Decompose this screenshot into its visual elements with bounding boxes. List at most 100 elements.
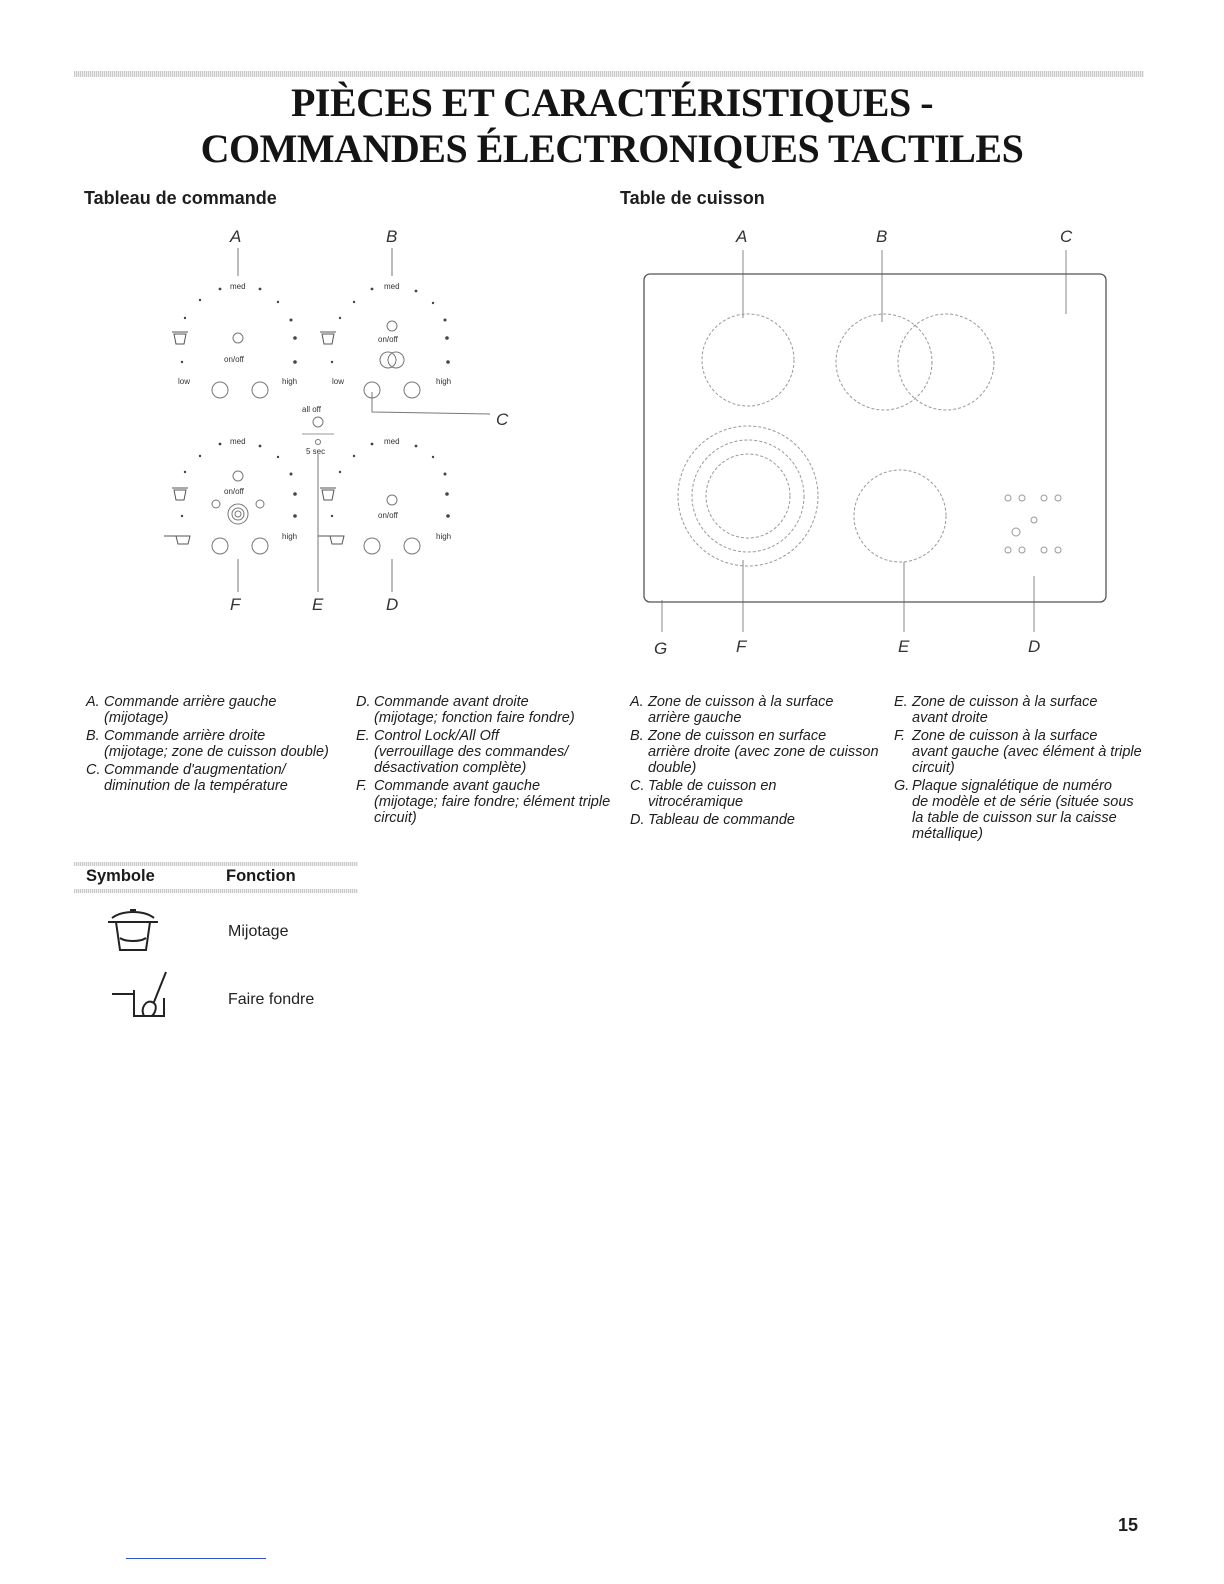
symbol-table-top-rule [74,862,358,866]
control-panel-legend-col-2: D.Commande avant droite(mijotage; foncti… [356,694,616,828]
on-off-label: on/off [378,335,399,344]
legend-item-c: C.Commande d'augmentation/diminution de … [86,762,288,794]
title-line-2: COMMANDES ÉLECTRONIQUES TACTILES [200,126,1024,171]
legend-item-d: D.Commande avant droite(mijotage; foncti… [356,694,575,726]
function-column-header: Fonction [226,867,296,885]
triple-element-icon [227,503,249,525]
front-right-zone [853,469,947,563]
melt-pan-icon [112,971,167,1017]
legend-item-f: F.Commande avant gauche(mijotage; faire … [356,778,611,826]
symbol-table-header-rule [74,889,358,893]
rear-right-dual-zone [835,313,995,411]
control-panel-heading: Tableau de commande [84,188,277,208]
all-off-label: all off [302,405,322,414]
lock-key-icon [315,439,321,445]
front-left-triple-zone [677,425,819,567]
power-icon [312,416,324,428]
dual-zone-icon [379,351,397,369]
high-label: high [282,377,297,386]
page-title: PIÈCES ET CARACTÉRISTIQUES - COMMANDES É… [0,80,1224,172]
up-arrow-icon [211,537,229,555]
five-sec-label: 5 sec [306,447,325,456]
letter-d: D [1028,637,1040,656]
high-label: high [282,532,297,541]
power-icon [386,494,398,506]
letter-a: A [735,227,747,246]
glass-cooktop-outline [643,273,1107,603]
down-arrow-icon [403,537,421,555]
melt-pan-icon [164,535,191,545]
control-rear-right: med on/off low high [320,282,451,399]
med-label: med [384,437,400,446]
letter-b: B [876,227,887,246]
letter-d: D [386,595,398,614]
control-front-left: med on/off high [164,437,297,555]
symbol-column-header: Symbole [86,867,155,885]
up-arrow-icon [211,381,229,399]
simmer-pot-icon [320,487,336,501]
rear-left-zone [701,313,795,407]
letter-a: A [229,227,241,246]
letter-e: E [898,637,910,656]
symbol-label-simmer: Mijotage [228,923,289,940]
control-lock-all-off: all off 5 sec [302,405,334,456]
down-arrow-icon [251,381,269,399]
up-arrow-icon [363,381,381,399]
title-line-1: PIÈCES ET CARACTÉRISTIQUES - [290,80,934,125]
control-front-right: med on/off high [318,437,451,555]
symbol-label-melt: Faire fondre [228,991,315,1008]
legend-item-e: E.Control Lock/All Off(verrouillage des … [356,728,569,776]
letter-g: G [654,639,667,658]
callout-lines [237,248,491,592]
letter-b: B [386,227,397,246]
simmer-pot-icon [108,909,158,951]
top-rule [74,71,1144,77]
power-icon [386,320,398,332]
on-off-label: on/off [378,511,399,520]
letter-c: C [496,410,509,429]
high-label: high [436,532,451,541]
letter-c: C [1060,227,1073,246]
down-arrow-icon [403,381,421,399]
low-label: low [178,377,190,386]
footer-link-underline [126,1558,266,1559]
mini-control-panel [1004,494,1062,554]
down-arrow-icon [251,537,269,555]
med-label: med [230,437,246,446]
high-label: high [436,377,451,386]
med-label: med [384,282,400,291]
control-rear-left: med on/off low high [172,282,297,399]
legend-item-b: B.Commande arrière droite(mijotage; zone… [86,728,329,760]
callout-letters: A B C D E F [229,227,509,614]
legend-item-a: A.Commande arrière gauche(mijotage) [86,694,277,726]
callout-letters: A B C G F E D [654,227,1073,658]
control-panel-legend-col-1: A.Commande arrière gauche(mijotage) B.Co… [86,694,336,796]
simmer-pot-icon [320,331,336,345]
letter-e: E [312,595,324,614]
letter-f: F [736,637,748,656]
melt-pan-icon [318,535,345,545]
callout-lines [661,250,1067,632]
control-panel-diagram: A B C D E F med on/off low high med [164,227,509,614]
simmer-pot-icon [172,487,188,501]
up-arrow-icon [363,537,381,555]
low-label: low [332,377,344,386]
power-icon [232,470,244,482]
on-off-label: on/off [224,487,245,496]
med-label: med [230,282,246,291]
letter-f: F [230,595,242,614]
legend-item-d: D.Tableau de commande [630,812,795,828]
power-icon [232,332,244,344]
page-number: 15 [1118,1515,1139,1535]
on-off-label: on/off [224,355,245,364]
simmer-pot-icon [172,331,188,345]
cooktop-diagram: A B C G F E D [643,227,1107,658]
cooktop-heading: Table de cuisson [620,188,765,208]
